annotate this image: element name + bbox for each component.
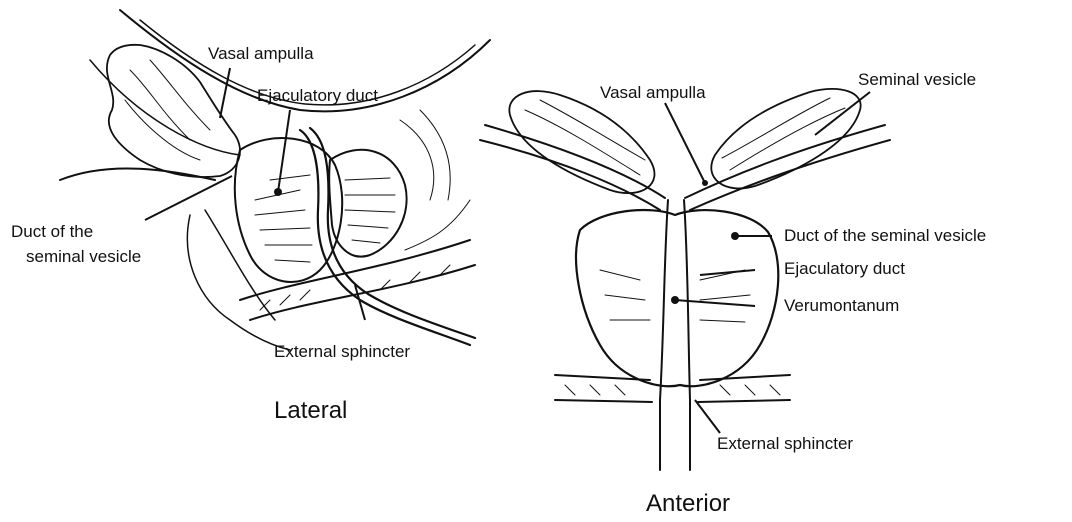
label-external-sphincter-lateral: External sphincter [274, 342, 410, 362]
label-external-sphincter-anterior: External sphincter [717, 434, 853, 454]
label-seminal-vesicle: Seminal vesicle [858, 70, 976, 90]
label-duct-seminal-vesicle-lateral-line1: Duct of the [11, 222, 93, 242]
anterior-view-drawing [480, 89, 890, 470]
label-vasal-ampulla-lateral: Vasal ampulla [208, 44, 314, 64]
label-ejaculatory-duct-anterior: Ejaculatory duct [784, 259, 905, 279]
label-ejaculatory-duct-lateral: Ejaculatory duct [257, 86, 378, 106]
label-vasal-ampulla-anterior: Vasal ampulla [600, 83, 706, 103]
label-duct-seminal-vesicle-lateral-line2: seminal vesicle [26, 247, 141, 267]
caption-lateral: Lateral [274, 397, 347, 425]
label-duct-seminal-vesicle-anterior: Duct of the seminal vesicle [784, 226, 986, 246]
label-verumontanum: Verumontanum [784, 296, 899, 316]
caption-anterior: Anterior [646, 490, 730, 518]
